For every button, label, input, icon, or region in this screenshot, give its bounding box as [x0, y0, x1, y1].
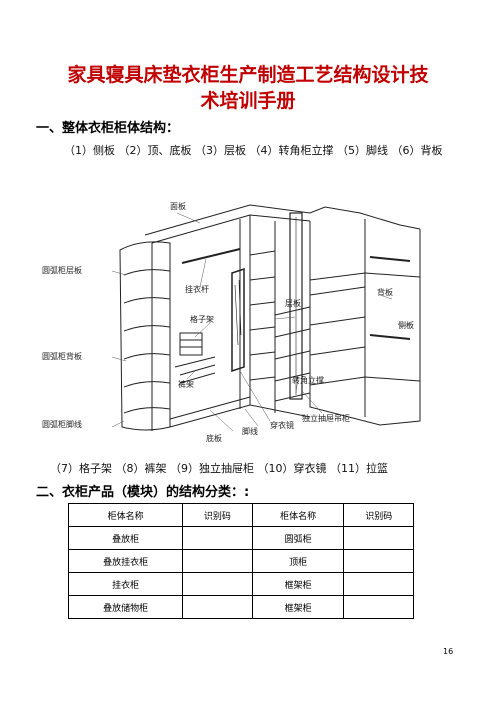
table-header-row: 柜体名称 识别码 柜体名称 识别码 [67, 503, 414, 527]
table-cell [182, 549, 253, 573]
table-cell [182, 572, 253, 596]
table-cell: 顶柜 [251, 549, 345, 573]
table-row: 叠放储物柜 框架柜 [67, 595, 414, 619]
label-arc-plinth: 圆弧柜脚线 [42, 419, 82, 429]
table-cell [182, 526, 253, 550]
page-title-line-1: 家具寝具床垫衣柜生产制造工艺结构设计技 [67, 64, 429, 86]
header-cell: 柜体名称 [67, 503, 184, 527]
header-cell: 识别码 [182, 503, 253, 527]
table-row: 叠放挂衣柜 顶柜 [67, 549, 414, 573]
table-cell [182, 595, 253, 619]
label-back-panel: 背板 [377, 287, 393, 297]
cabinet-classification-table: 柜体名称 识别码 柜体名称 识别码 叠放柜 圆弧柜 叠放挂衣柜 顶柜 挂衣柜 框… [67, 503, 414, 619]
wardrobe-top-front [151, 214, 311, 244]
parts-list-line-1: （1）侧板 （2）顶、底板 （3）层板 （4）转角柜立撑 （5）脚线 （6）背板 [64, 144, 443, 157]
table-cell: 圆弧柜 [251, 526, 345, 550]
label-plinth: 脚线 [242, 426, 258, 436]
mirror-frame [231, 267, 245, 373]
label-hanging-rod: 挂衣杆 [185, 284, 209, 294]
label-corner-post: 转角立撑 [292, 375, 324, 385]
table-row: 挂衣柜 框架柜 [67, 572, 414, 596]
label-top-panel: 面板 [170, 201, 186, 211]
header-cell: 柜体名称 [251, 503, 345, 527]
table-cell [343, 572, 414, 596]
wardrobe-top-outline [144, 204, 421, 236]
label-grid-rack: 格子架 [190, 314, 214, 324]
header-cell: 识别码 [343, 503, 414, 527]
page-title-line-2: 术培训手册 [200, 90, 296, 112]
label-pants-rack: 裤架 [178, 379, 194, 389]
table-cell [343, 526, 414, 550]
page-number: 16 [443, 647, 454, 656]
table-cell: 叠放挂衣柜 [67, 549, 184, 573]
table-row: 叠放柜 圆弧柜 [67, 526, 414, 550]
label-drawer-cabinet: 独立抽屉吊柜 [302, 413, 350, 423]
table-cell: 框架柜 [251, 572, 345, 596]
table-cell [343, 595, 414, 619]
parts-list-line-2: （7）格子架 （8）裤架 （9）独立抽屉柜 （10）穿衣镜 （11）拉篮 [50, 462, 388, 475]
section-1-heading: 一、整体衣柜柜体结构： [36, 121, 180, 136]
label-arc-back: 圆弧柜背板 [42, 351, 82, 361]
table-cell: 叠放柜 [67, 526, 184, 550]
section-2-heading: 二、衣柜产品（模块）的结构分类：: [36, 485, 250, 500]
table-cell: 叠放储物柜 [67, 595, 184, 619]
table-cell: 挂衣柜 [67, 572, 184, 596]
table-cell [343, 549, 414, 573]
label-arc-shelf: 圆弧柜层板 [42, 265, 82, 275]
wardrobe-structure-diagram: 面板 圆弧柜层板 挂衣杆 格子架 圆弧柜背板 裤架 圆弧柜脚线 底板 脚线 穿衣… [42, 201, 421, 443]
label-side-panel: 侧板 [398, 320, 414, 330]
label-bottom-panel: 底板 [206, 433, 222, 443]
table-cell: 框架柜 [251, 595, 345, 619]
label-shelf: 层板 [285, 298, 301, 308]
label-mirror: 穿衣镜 [270, 420, 294, 430]
